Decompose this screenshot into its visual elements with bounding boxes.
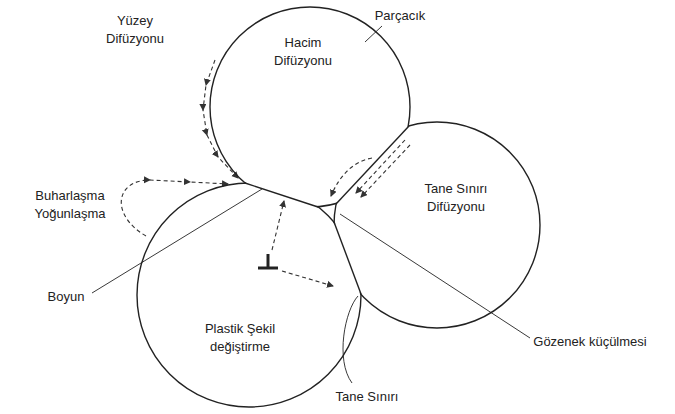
grain-boundary-line bbox=[334, 222, 361, 294]
mechanism-name: Tane Sınırı Difüzyonu bbox=[412, 180, 500, 215]
leader-line bbox=[343, 296, 358, 383]
callout-text: Yüzey Difüzyonu bbox=[98, 12, 173, 47]
callout-text: Buharlaşma Yoğunlaşma bbox=[25, 187, 115, 222]
particle-outline bbox=[137, 183, 361, 407]
particle-circle: Hacim Difüzyonu bbox=[210, 7, 410, 207]
callout-label: Boyun bbox=[47, 288, 86, 306]
particle-text-block: Plastik Şekil değiştirme bbox=[192, 320, 287, 355]
diffusion-paths bbox=[121, 60, 410, 286]
callout-text: Tane Sınırı bbox=[336, 388, 399, 406]
particle-circle: Tane Sınırı Difüzyonu bbox=[334, 122, 540, 328]
callout-label: Gözenek küçülmesi bbox=[532, 333, 647, 351]
boundary-diffusion-arrow bbox=[356, 140, 405, 193]
callout-text: Gözenek küçülmesi bbox=[533, 333, 646, 351]
callout-label: Yüzey Difüzyonu bbox=[97, 12, 174, 47]
dislocation-stem bbox=[267, 254, 270, 268]
particle-border bbox=[210, 7, 410, 207]
callout-label: Buharlaşma Yoğunlaşma bbox=[24, 187, 116, 222]
callout-label: Tane Sınırı bbox=[335, 388, 400, 406]
leader-line bbox=[340, 214, 530, 338]
plastic-flow-arrow bbox=[272, 201, 284, 250]
mechanism-name: Plastik Şekil değiştirme bbox=[192, 320, 287, 355]
particle-text-block: Tane Sınırı Difüzyonu bbox=[412, 180, 500, 215]
particle-border bbox=[137, 183, 361, 407]
leader-line bbox=[92, 189, 262, 293]
leader-line bbox=[365, 26, 382, 42]
particle-border bbox=[334, 122, 540, 328]
dislocation-symbol bbox=[258, 254, 278, 268]
surface-diffusion-arrow bbox=[203, 60, 238, 178]
grain-boundary-line bbox=[336, 126, 409, 204]
callout-label: Parçacık bbox=[374, 7, 427, 25]
callout-text: Boyun bbox=[48, 288, 85, 306]
plastic-flow-arrow bbox=[282, 271, 333, 286]
particle-circle: Plastik Şekil değiştirme bbox=[137, 183, 361, 407]
grain-boundaries bbox=[245, 126, 409, 294]
mechanism-name: Hacim Difüzyonu bbox=[263, 34, 343, 69]
leader-lines bbox=[92, 26, 530, 383]
callout-text: Parçacık bbox=[375, 7, 426, 25]
particle-outline bbox=[334, 122, 540, 328]
particle-text-block: Hacim Difüzyonu bbox=[263, 34, 343, 69]
